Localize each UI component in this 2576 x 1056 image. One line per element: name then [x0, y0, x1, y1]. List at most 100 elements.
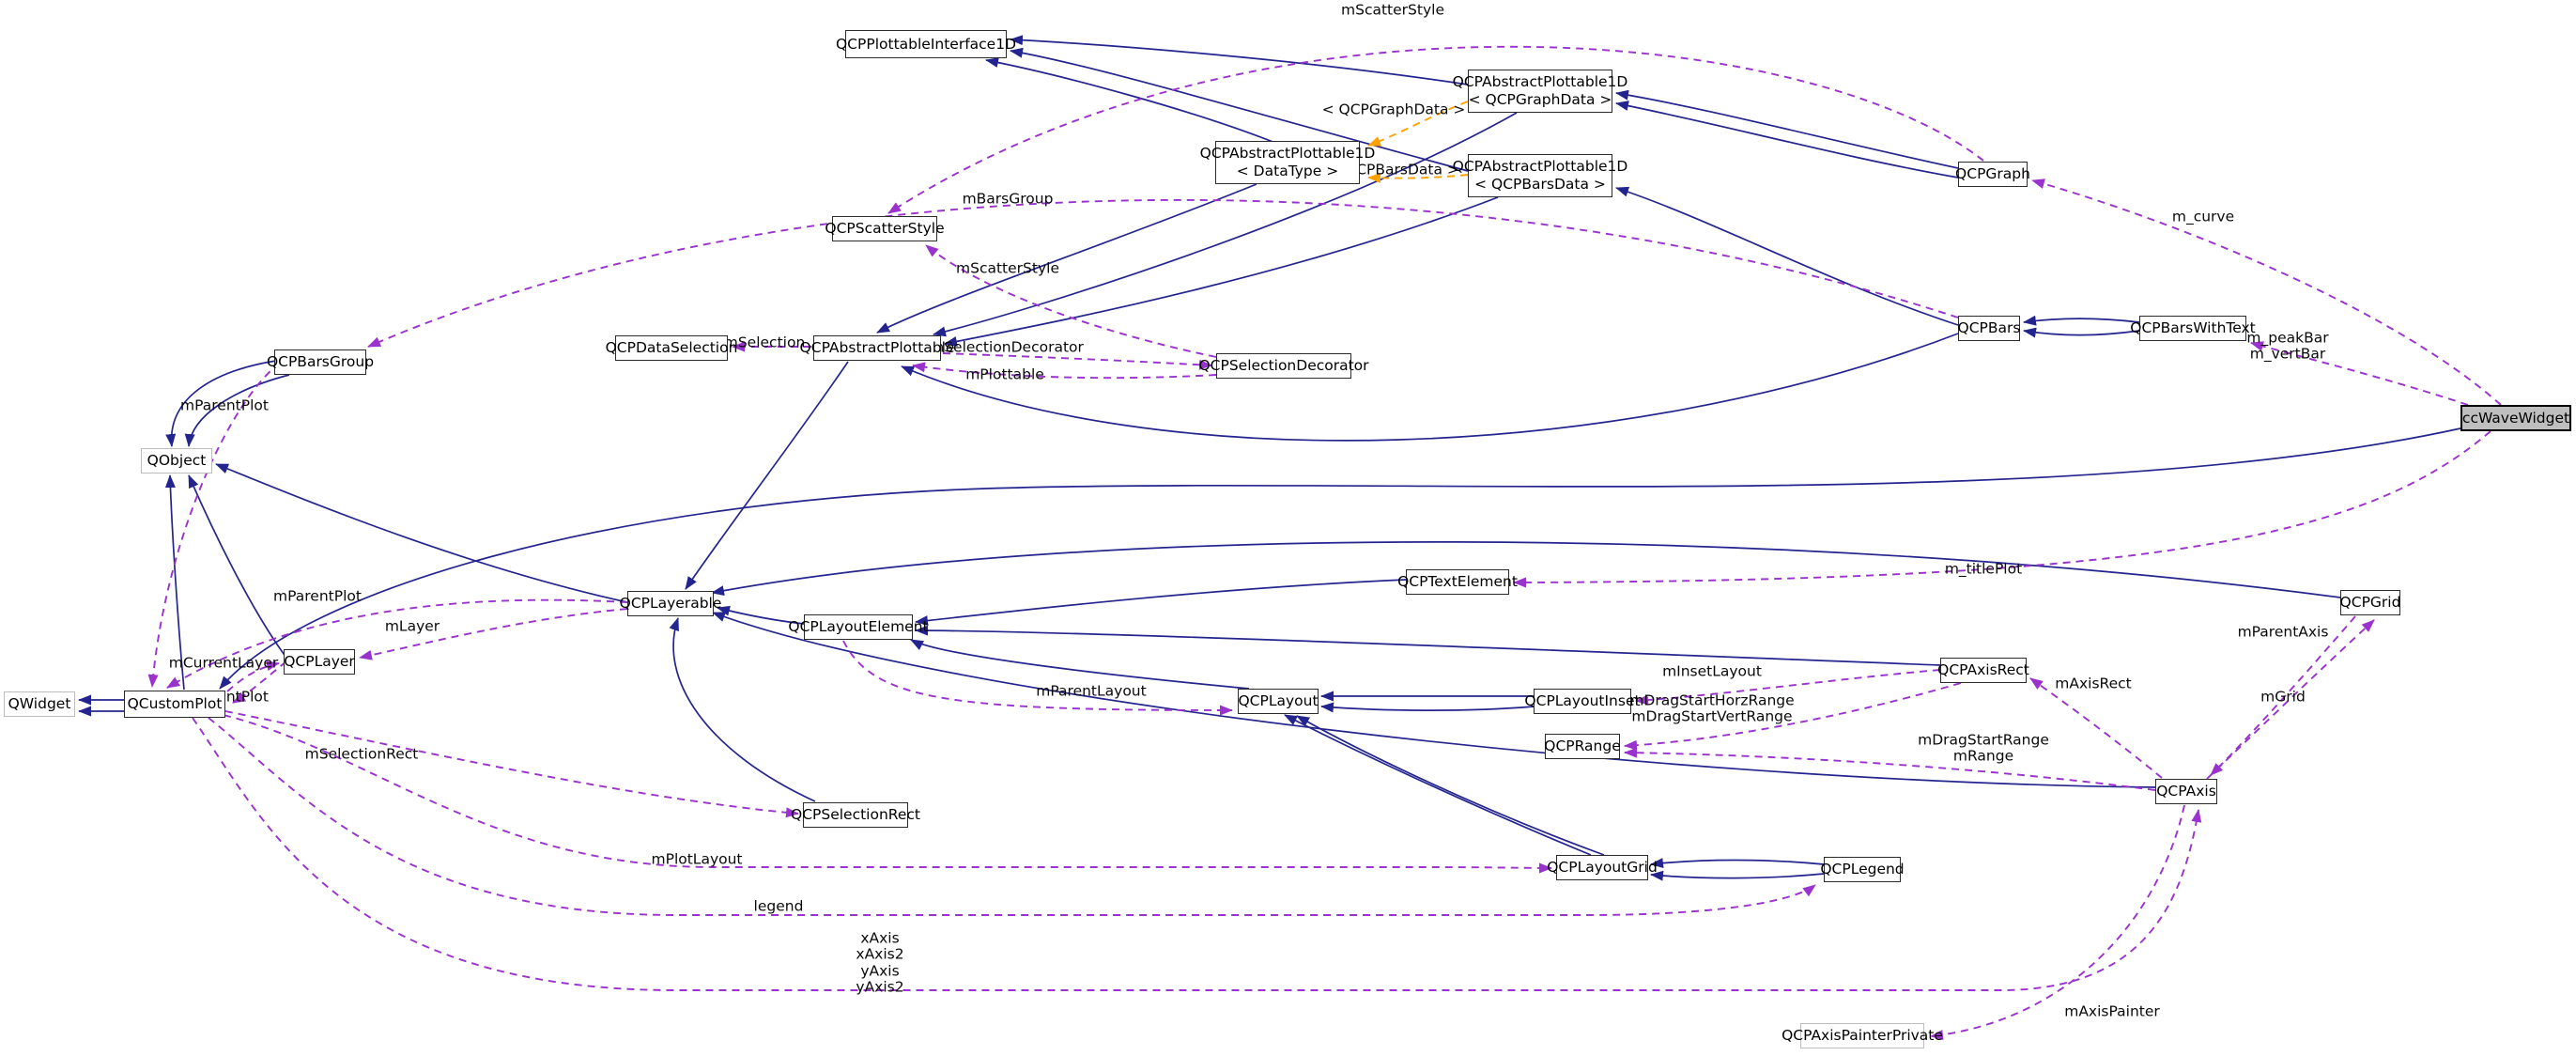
class-node-label: QCPLegend	[1820, 861, 1905, 878]
class-node-label: QCPAbstractPlottable1D	[1452, 73, 1628, 91]
class-node-label: QCPGraph	[1955, 165, 2030, 183]
edge-usage-axis-to-range	[1624, 747, 2156, 791]
edge-inherit-ap1dGraph-to-abstractplottable	[933, 112, 1518, 337]
edge-usage-grid-to-axis	[2210, 615, 2356, 776]
edge-inherit-legend-to-layoutgrid-b	[1650, 870, 1825, 881]
edge-inherit-abstractplottable-to-layerable	[685, 361, 849, 590]
class-node-label: < QCPBarsData >	[1474, 176, 1606, 193]
class-node-QCPAbstractPlottable1D-QCPBarsData[interactable]: QCPAbstractPlottable1D< QCPBarsData >	[1453, 154, 1627, 197]
edge-inherit-layoutgrid-to-layout-a	[1284, 714, 1592, 856]
class-node-label: QCPSelectionRect	[791, 806, 921, 824]
edge-usage-layerable-to-customplot	[166, 598, 628, 689]
class-node-QCPScatterStyle[interactable]: QCPScatterStyle	[825, 216, 945, 241]
edge-usage-bars-to-barsgroup	[367, 198, 1959, 348]
class-node-QCPSelectionDecorator[interactable]: QCPSelectionDecorator	[1198, 353, 1369, 379]
class-node-label: QCPBars	[1957, 319, 2021, 337]
class-node-QCPTextElement[interactable]: QCPTextElement	[1397, 569, 1518, 595]
class-node-QCustomPlot[interactable]: QCustomPlot	[124, 691, 225, 718]
class-node-label: < QCPGraphData >	[1468, 91, 1612, 108]
class-node-QCPLegend[interactable]: QCPLegend	[1820, 857, 1905, 882]
edge-inherit-graph-to-ap1dGraph-a	[1615, 89, 1959, 169]
class-node-label: QCPDataSelection	[605, 339, 738, 357]
edge-usage-barsgroup-to-customplot	[147, 362, 281, 688]
class-node-label: ccWaveWidget	[2461, 409, 2570, 427]
class-node-QCPAxisPainterPrivate: QCPAxisPainterPrivate	[1782, 1023, 1943, 1048]
edge-usage-customplot-to-selectionrect	[224, 710, 799, 818]
class-node-QCPLayout[interactable]: QCPLayout	[1238, 689, 1319, 714]
edge-inherit-bars-to-ap1dBars	[1615, 186, 1959, 326]
class-node-ccWaveWidget: ccWaveWidget	[2460, 405, 2571, 431]
class-node-label: QWidget	[8, 695, 71, 713]
edge-inherit-legend-to-layoutgrid-a	[1650, 858, 1825, 869]
edge-inherit-layoutelement-to-layerable	[717, 605, 805, 625]
class-node-QCPGraph[interactable]: QCPGraph	[1955, 162, 2030, 187]
class-node-QCPAbstractPlottable[interactable]: QCPAbstractPlottable	[800, 335, 954, 361]
edge-usage-axis-to-axispainter	[1930, 804, 2185, 1041]
class-node-label: QCPSelectionDecorator	[1198, 357, 1369, 375]
edge-usage-axisrect-to-range	[1624, 682, 1962, 751]
class-node-label: QCPLayoutElement	[788, 618, 929, 636]
edge-inherit-layout-to-layoutelement	[910, 639, 1250, 690]
class-node-QCPLayoutElement[interactable]: QCPLayoutElement	[788, 614, 929, 640]
edge-usage-selectiondecorator-to-scatterstyle	[925, 244, 1217, 358]
edge-usage-ccwave-to-barswithtext	[2250, 341, 2469, 406]
class-node-QCPDataSelection[interactable]: QCPDataSelection	[606, 335, 737, 361]
edge-inherit-axisrect-to-layoutelement	[915, 625, 1941, 666]
class-node-label: QCPBarsWithText	[2130, 319, 2256, 337]
edge-inherit-textelement-to-layoutelement	[915, 579, 1407, 627]
edge-usage-ccwave-to-textelement	[1513, 430, 2491, 588]
class-node-label: QCPScatterStyle	[825, 220, 945, 238]
class-node-QCPSelectionRect[interactable]: QCPSelectionRect	[791, 802, 920, 828]
class-node-QCPLayoutGrid[interactable]: QCPLayoutGrid	[1547, 855, 1658, 880]
edge-inherit-ap1dDataType-to-abstractplottable	[876, 183, 1257, 334]
class-node-QCPBarsGroup[interactable]: QCPBarsGroup	[267, 349, 374, 375]
class-node-QCPLayer[interactable]: QCPLayer	[284, 649, 355, 675]
class-node-label: QCPLayerable	[619, 595, 722, 613]
class-node-label: QObject	[147, 452, 207, 470]
edge-inherit-barswithtext-to-bars-a	[2023, 315, 2140, 326]
class-node-label: QCPAbstractPlottable	[799, 339, 955, 357]
edge-usage-selectiondecorator-to-abstractplottable	[912, 362, 1217, 380]
class-node-label: QCPLayout	[1238, 692, 1319, 710]
class-node-label: QCPLayoutInset	[1524, 692, 1641, 710]
class-node-label: QCPAxisRect	[1937, 661, 2029, 679]
edge-usage-customplot-to-layer	[226, 660, 280, 692]
class-node-label: QCPAbstractPlottable1D	[1452, 158, 1628, 176]
edge-inherit-layerable-to-qobject	[215, 463, 628, 603]
class-node-label: QCustomPlot	[127, 695, 223, 713]
edge-usage-layerable-to-layer	[359, 608, 628, 660]
edge-usage-axis-to-grid	[2206, 619, 2375, 780]
edge-inherit-customplot-to-qobject	[164, 474, 185, 691]
edge-usage-customplot-to-legend	[208, 717, 1816, 916]
class-node-QCPBars[interactable]: QCPBars	[1958, 316, 2020, 341]
class-node-QCPPlottableInterface1D[interactable]: QCPPlottableInterface1D	[836, 30, 1016, 58]
class-node-label: < DataType >	[1236, 163, 1339, 179]
class-node-label: QCPAxis	[2156, 783, 2216, 800]
class-node-QWidget[interactable]: QWidget	[4, 691, 75, 717]
edge-usage-ccwave-to-graph	[2031, 179, 2502, 406]
class-node-QCPGrid[interactable]: QCPGrid	[2340, 590, 2400, 615]
class-node-label: QCPAxisPainterPrivate	[1782, 1027, 1943, 1045]
edge-usage-graph-to-scatterstyle	[887, 45, 1984, 214]
edge-inherit-ccwave-to-customplot	[219, 427, 2461, 690]
edge-inherit-graph-to-ap1dGraph-b	[1615, 101, 1959, 179]
edge-usage-customplot-to-layoutgrid	[223, 714, 1552, 874]
edge-inherit-ap1dBars-to-interface	[1010, 47, 1469, 172]
class-node-QCPAxisRect[interactable]: QCPAxisRect	[1937, 658, 2029, 683]
class-node-QCPLayoutInset[interactable]: QCPLayoutInset	[1524, 689, 1641, 714]
class-node-QObject[interactable]: QObject	[141, 448, 212, 474]
edge-inherit-axis-to-layerable	[712, 612, 2156, 788]
class-node-QCPAbstractPlottable1D-QCPGraphData[interactable]: QCPAbstractPlottable1D< QCPGraphData >	[1453, 70, 1627, 113]
class-node-QCPAxis[interactable]: QCPAxis	[2155, 779, 2217, 804]
class-node-QCPBarsWithText[interactable]: QCPBarsWithText	[2130, 316, 2256, 341]
edge-inherit-ap1dGraph-to-interface	[1010, 35, 1469, 85]
class-node-QCPAbstractPlottable1D-DataType[interactable]: QCPAbstractPlottable1D< DataType >	[1200, 141, 1375, 184]
edge-usage-customplot-to-axis	[192, 717, 2202, 991]
class-node-label: QCPTextElement	[1397, 573, 1518, 591]
class-node-label: QCPBarsGroup	[266, 353, 375, 371]
class-node-QCPLayerable[interactable]: QCPLayerable	[620, 591, 721, 616]
class-node-QCPRange[interactable]: QCPRange	[1544, 734, 1621, 759]
class-node-label: QCPAbstractPlottable1D	[1199, 145, 1376, 163]
